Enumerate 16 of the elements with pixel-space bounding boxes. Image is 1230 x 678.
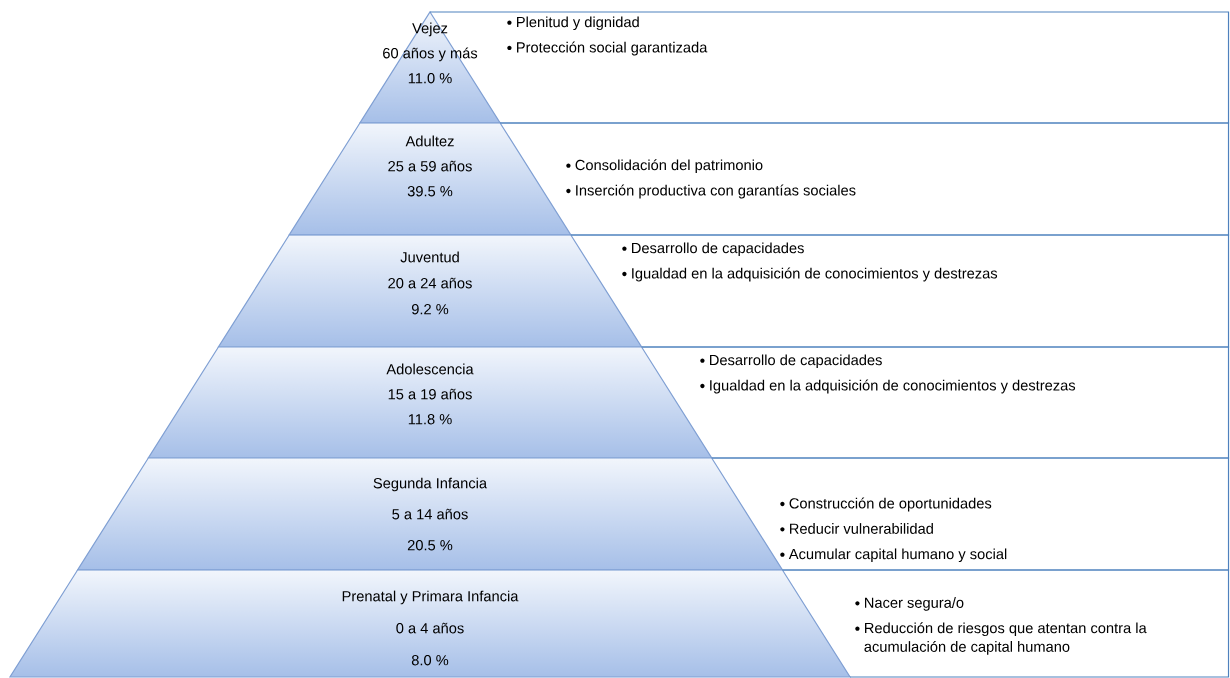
node-label: Construcción de oportunidades (789, 497, 992, 512)
bullet-box: Consolidación del patrimonio Inserción productiva con garantías sociales (499, 122, 1230, 236)
node-label: Inserción productiva con garantías sociales (576, 184, 856, 199)
node-label: Reducir vulnerabilidad (790, 523, 933, 534)
node-label: Desarrollo de capacidades (710, 354, 882, 369)
bullet-box: Desarrollo de capacidades Igualdad en la adquisición de conocimientos y destrezas (641, 346, 1230, 459)
node-label: Consolidación del patrimonio (575, 159, 763, 174)
node-label: Nacer segura/o (865, 597, 964, 611)
node-label: Igualdad en la adquisición de conocimientos y destrezas (710, 379, 1076, 394)
bullet-box: Desarrollo de capacidades Igualdad en la adquisición de conocimientos y destrezas (570, 234, 1230, 348)
node-label: Reducción de riesgos que atentan contra la acumulación de capital humano (864, 622, 1147, 655)
bullet-box: Nacer segura/o Reducción de riesgos que atentan contra la acumulación de capital humano (781, 569, 1230, 678)
node-label: Acumular capital humano y social (788, 548, 1007, 563)
bullet-box: Construcción de oportunidades Reducir vulnerabilidad Acumular capital humano y social (711, 457, 1230, 571)
node-label: Plenitud y dignidad (517, 16, 639, 31)
node-label: Protección social garantizada (517, 41, 708, 56)
